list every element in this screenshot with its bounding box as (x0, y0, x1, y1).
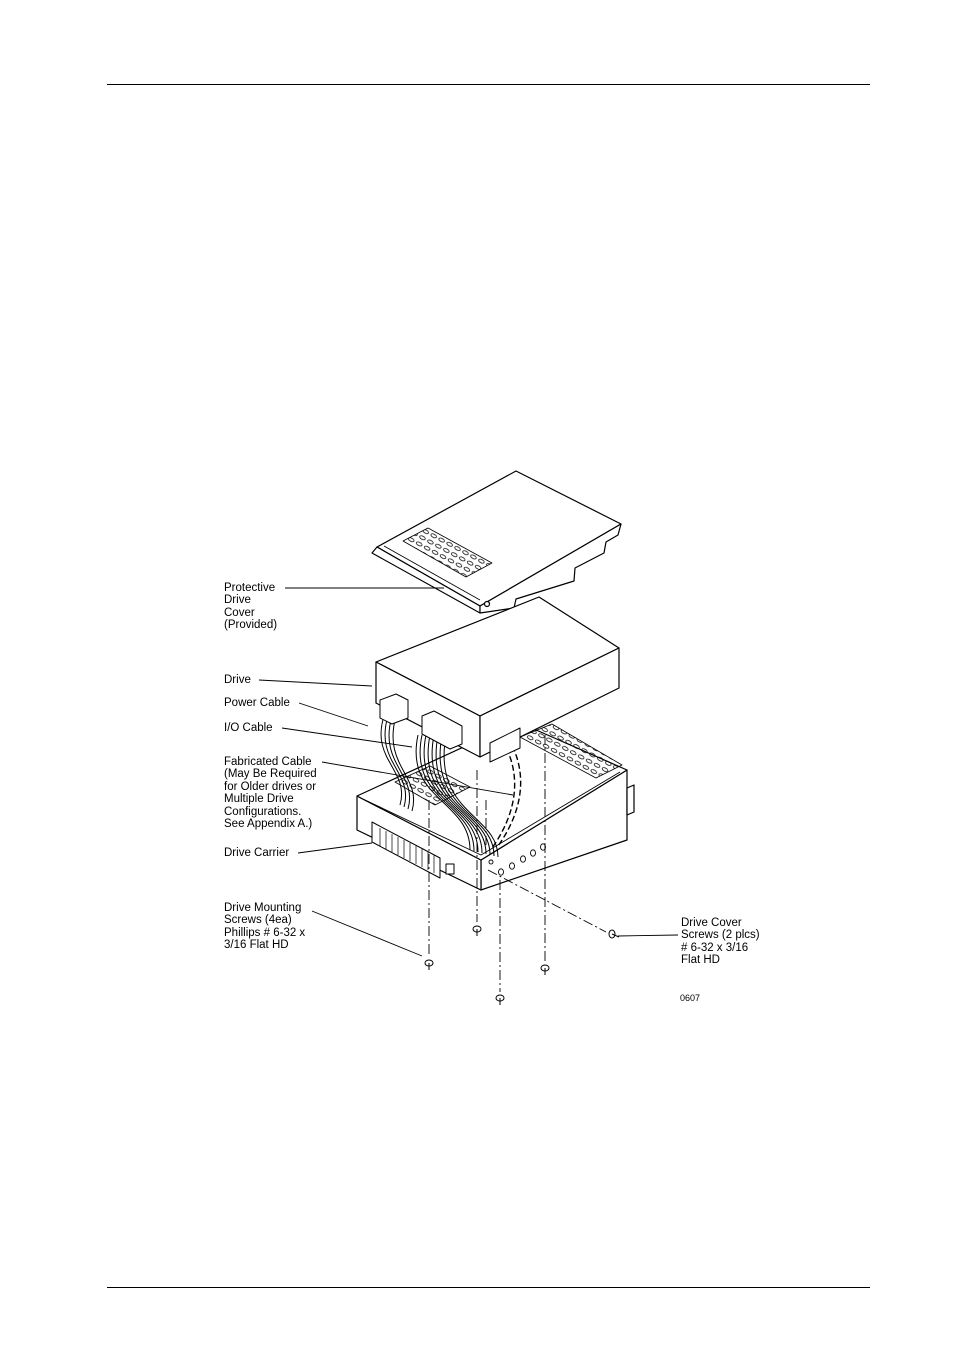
label-power-cable: Power Cable (224, 697, 290, 709)
label-mounting-screws: Drive Mounting Screws (4ea) Phillips # 6… (224, 902, 305, 952)
mounting-screw (496, 995, 504, 1005)
mounting-screw (473, 926, 481, 936)
figure-code: 0607 (680, 993, 700, 1003)
label-cover-screws: Drive Cover Screws (2 plcs) # 6-32 x 3/1… (681, 917, 760, 967)
label-drive-carrier: Drive Carrier (224, 847, 289, 859)
protective-cover-part (372, 471, 621, 613)
mounting-screw (425, 960, 433, 970)
label-io-cable: I/O Cable (224, 722, 273, 734)
label-protective-cover: Protective Drive Cover (Provided) (224, 582, 277, 632)
drive-part (376, 597, 619, 762)
power-connector (380, 694, 408, 724)
label-fabricated-cable: Fabricated Cable (May Be Required for Ol… (224, 756, 317, 830)
screws (425, 926, 619, 1005)
label-drive: Drive (224, 674, 251, 686)
cover-screw-hole (485, 602, 490, 607)
mounting-screw (541, 965, 549, 975)
cover-screw (609, 930, 619, 938)
